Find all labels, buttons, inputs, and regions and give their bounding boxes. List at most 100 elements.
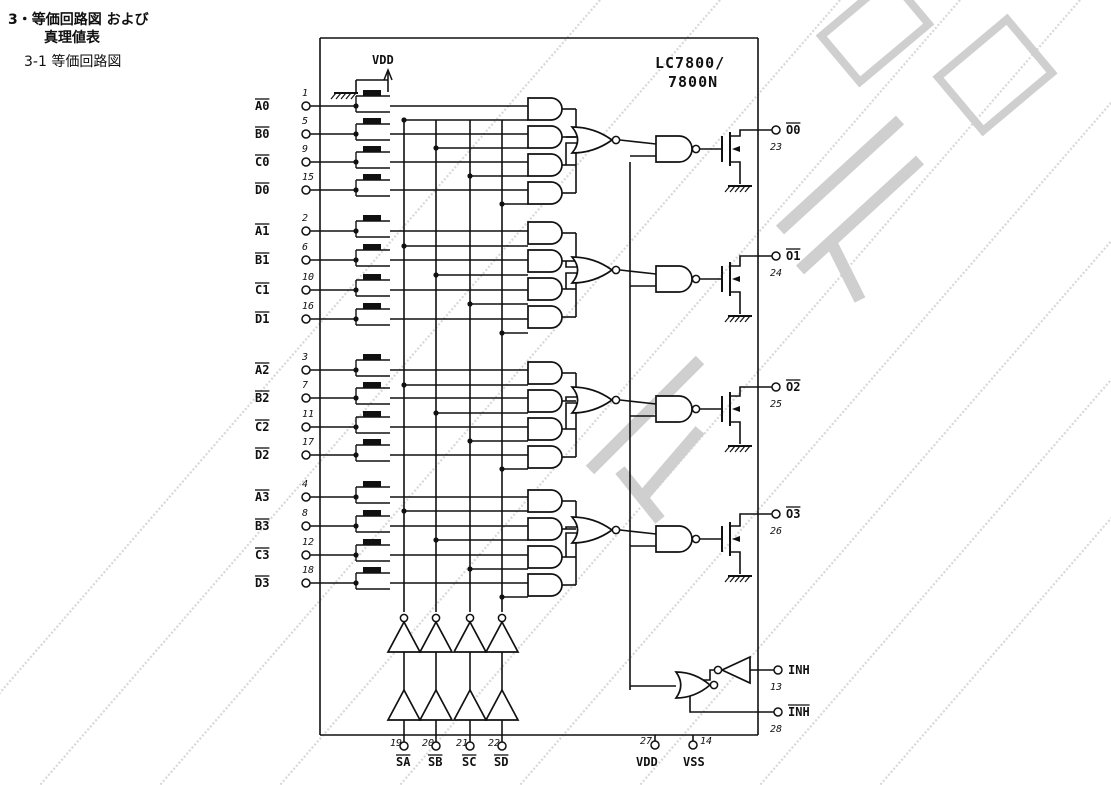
junction-dot <box>353 228 359 234</box>
select-pin-21: 21 <box>456 738 468 749</box>
input-pin-circle <box>301 285 311 295</box>
select-label-sd: SD <box>494 755 508 769</box>
inversion-bubble <box>691 404 701 414</box>
inversion-bubble <box>611 135 621 145</box>
input-pin-1: 1 <box>302 88 308 99</box>
fet-drain <box>730 129 772 137</box>
fet-arrow <box>732 536 740 542</box>
input-label-a2: A2 <box>255 363 269 377</box>
input-pin-18: 18 <box>302 565 314 576</box>
ground-hatch <box>744 575 751 583</box>
ground-hatch <box>330 92 337 100</box>
and-gate <box>527 389 563 413</box>
input-pin-circle <box>301 129 311 139</box>
vdd-pin-27: 27 <box>640 736 652 747</box>
junction-dot <box>353 367 359 373</box>
output-label-o0: O0 <box>786 123 800 137</box>
tgate-channel <box>363 481 381 487</box>
ground-hatch <box>340 92 347 100</box>
output-pin-circle <box>771 382 781 392</box>
nand-gate <box>655 135 693 163</box>
output-label-o2: O2 <box>786 380 800 394</box>
input-pin-6: 6 <box>302 242 308 253</box>
input-pin-circle <box>301 450 311 460</box>
inh-pin-circle <box>773 665 783 675</box>
nor-out <box>619 529 657 535</box>
fet-source <box>730 551 741 574</box>
and-gate <box>527 417 563 441</box>
inversion-bubble <box>611 265 621 275</box>
junction-dot <box>353 523 359 529</box>
input-label-b2: B2 <box>255 391 269 405</box>
fet-arrow <box>732 406 740 412</box>
fet-drain <box>730 386 772 397</box>
input-pin-circle <box>301 255 311 265</box>
junction-dot <box>353 287 359 293</box>
and-gate <box>527 361 563 385</box>
vdd-pin-label: VDD <box>636 755 658 769</box>
ground-hatch <box>350 92 357 100</box>
select-buffer <box>386 688 422 721</box>
input-label-c1: C1 <box>255 283 269 297</box>
and-gate <box>527 97 563 121</box>
input-label-d1: D1 <box>255 312 269 326</box>
input-label-c2: C2 <box>255 420 269 434</box>
input-label-c0: C0 <box>255 155 269 169</box>
select-inverter <box>484 620 520 653</box>
inversion-bubble <box>431 613 441 623</box>
input-pin-8: 8 <box>302 508 308 519</box>
nand-gate <box>655 265 693 293</box>
tgate-channel <box>363 411 381 417</box>
tgate-channel <box>363 439 381 445</box>
nand-gate <box>655 525 693 553</box>
watermark-stripe <box>279 0 961 785</box>
nor-input <box>565 532 578 557</box>
fet-source <box>730 291 741 314</box>
select-pin-circle <box>465 741 475 751</box>
vss-pin-circle <box>688 740 698 750</box>
junction-dot <box>353 494 359 500</box>
ground-hatch <box>734 575 741 583</box>
input-pin-circle <box>301 521 311 531</box>
ground-hatch <box>739 445 746 453</box>
input-pin-11: 11 <box>302 409 314 420</box>
input-pin-circle <box>301 314 311 324</box>
input-pin-16: 16 <box>302 301 314 312</box>
and-gate <box>527 125 563 149</box>
fet-drain <box>730 255 772 267</box>
ground-hatch <box>345 92 352 100</box>
tgate-channel <box>363 174 381 180</box>
chip-variant: 7800N <box>668 73 718 91</box>
ground-hatch <box>724 315 731 323</box>
watermark-glyph <box>775 115 925 303</box>
and-gate <box>527 277 563 301</box>
tgate-channel <box>363 354 381 360</box>
input-pin-circle <box>301 550 311 560</box>
input-label-b1: B1 <box>255 253 269 267</box>
inversion-bubble <box>691 274 701 284</box>
watermark-stripe <box>0 0 601 695</box>
fet-arrow <box>732 146 740 152</box>
nor-input <box>565 142 578 165</box>
watermark-stripe <box>879 516 1111 785</box>
ground-hatch <box>729 315 736 323</box>
input-label-a3: A3 <box>255 490 269 504</box>
junction-dot <box>353 395 359 401</box>
inh-pin-13: 13 <box>770 682 782 693</box>
and-gate <box>527 445 563 469</box>
watermark-glyph <box>815 0 935 88</box>
watermark-glyph <box>932 13 1058 137</box>
ground-hatch <box>734 315 741 323</box>
ground-hatch <box>729 185 736 193</box>
output-pin-24: 24 <box>770 268 782 279</box>
heading-subtitle: 真理値表 <box>44 30 100 46</box>
junction-dot <box>353 131 359 137</box>
vdd-pin-circle <box>650 740 660 750</box>
and-gate <box>527 545 563 569</box>
input-pin-circle <box>301 157 311 167</box>
input-label-c3: C3 <box>255 548 269 562</box>
ground-hatch <box>744 315 751 323</box>
watermark-stripe <box>759 378 1111 785</box>
ground-hatch <box>724 185 731 193</box>
